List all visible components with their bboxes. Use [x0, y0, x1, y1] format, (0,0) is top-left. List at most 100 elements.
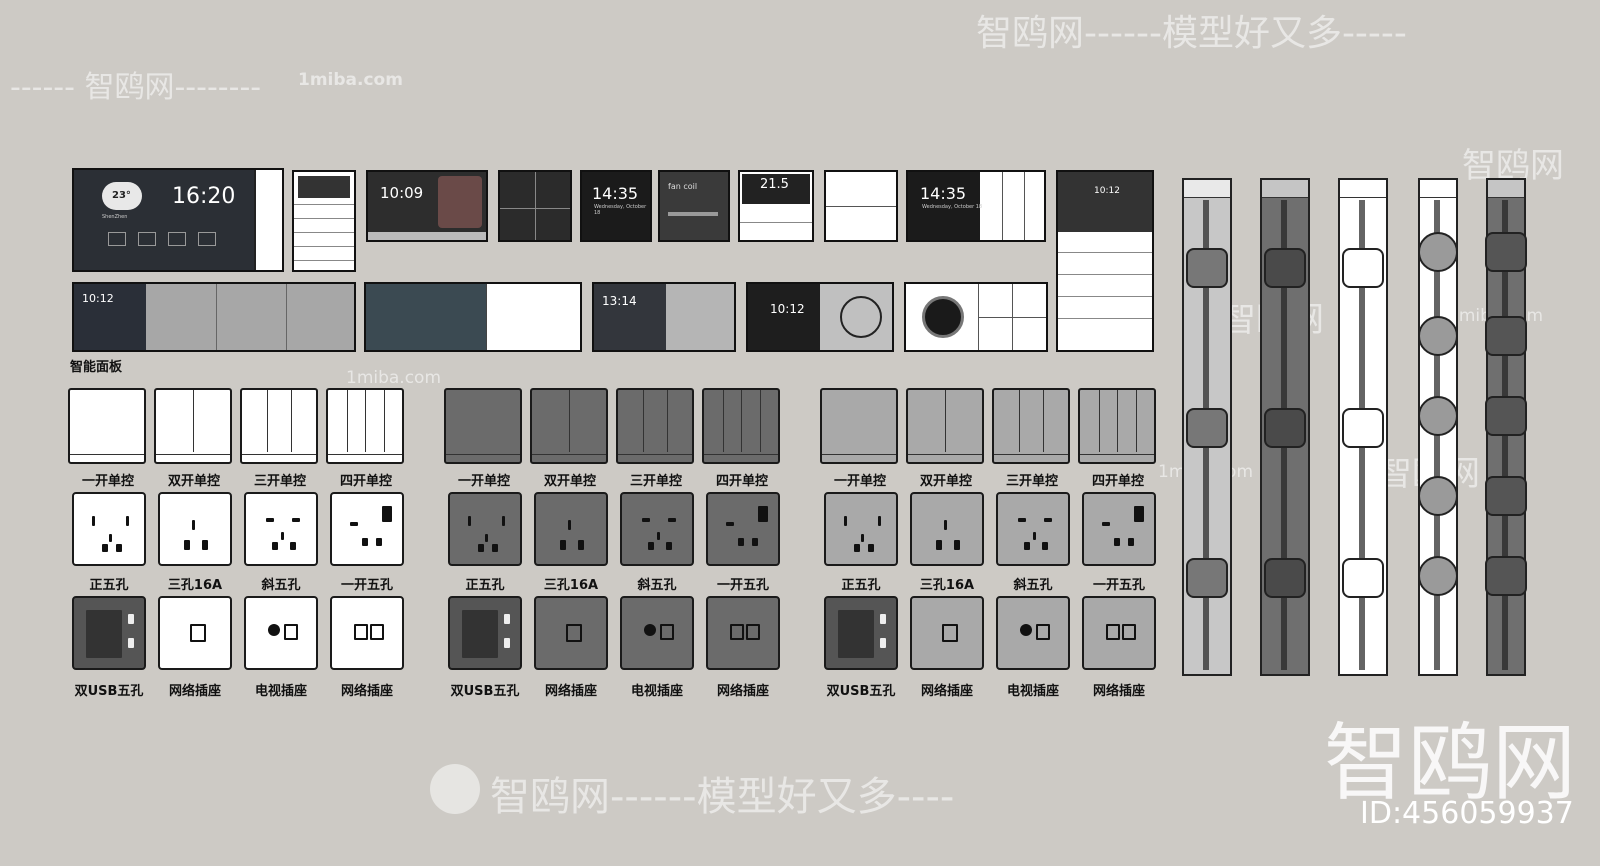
rocker-divider — [945, 390, 946, 452]
socket-hole — [1044, 518, 1052, 522]
rocker-divider — [1018, 390, 1020, 452]
weather-city: ShenZhen — [102, 214, 128, 220]
scene-button[interactable] — [108, 232, 126, 246]
power-socket[interactable] — [72, 492, 146, 566]
socket-hole — [854, 544, 860, 552]
socket-hole — [878, 516, 881, 526]
data-socket[interactable] — [72, 596, 146, 670]
power-socket[interactable] — [910, 492, 984, 566]
rocker-switch[interactable] — [240, 388, 318, 464]
power-socket[interactable] — [448, 492, 522, 566]
smart-panel-keypad-narrow — [292, 170, 356, 272]
round-track-adapter[interactable] — [1418, 396, 1458, 436]
switch-label: 四开单控 — [339, 474, 392, 489]
track-socket-adapter[interactable] — [1485, 556, 1527, 596]
socket-hole — [1042, 542, 1048, 550]
track-socket-adapter[interactable] — [1485, 476, 1527, 516]
track-socket-adapter[interactable] — [1186, 408, 1228, 448]
track-socket-adapter[interactable] — [1342, 558, 1384, 598]
data-socket[interactable] — [910, 596, 984, 670]
watermark-id: ID:456059937 — [1360, 796, 1574, 831]
power-socket[interactable] — [706, 492, 780, 566]
switch-label: 一开单控 — [457, 474, 510, 489]
watermark-mid-url-1: 1miba.com — [346, 368, 442, 388]
socket-hole — [657, 532, 660, 540]
smart-panel-tall-keypad: 10:12 — [1056, 170, 1154, 352]
rail-end-cap — [1488, 180, 1524, 198]
data-socket[interactable] — [706, 596, 780, 670]
rocker-divider — [667, 390, 669, 452]
rocker-switch[interactable] — [820, 388, 898, 464]
round-track-adapter[interactable] — [1418, 232, 1458, 272]
rocker-switch[interactable] — [616, 388, 694, 464]
track-power-button[interactable] — [1342, 248, 1384, 288]
rocker-switch[interactable] — [906, 388, 984, 464]
track-socket-adapter[interactable] — [1186, 558, 1228, 598]
round-track-adapter[interactable] — [1418, 476, 1458, 516]
round-track-adapter[interactable] — [1418, 316, 1458, 356]
data-socket[interactable] — [244, 596, 318, 670]
track-socket-adapter[interactable] — [1485, 396, 1527, 436]
data-socket-label: 双USB五孔 — [74, 684, 144, 699]
data-socket[interactable] — [824, 596, 898, 670]
rocker-switch[interactable] — [992, 388, 1070, 464]
track-socket-adapter[interactable] — [1342, 408, 1384, 448]
network-port — [190, 624, 206, 642]
data-socket[interactable] — [1082, 596, 1156, 670]
track-socket-adapter[interactable] — [1485, 316, 1527, 356]
rocker-switch[interactable] — [530, 388, 608, 464]
power-socket[interactable] — [330, 492, 404, 566]
track-power-button[interactable] — [1264, 248, 1306, 288]
power-socket[interactable] — [534, 492, 608, 566]
switch-label: 三开单控 — [1005, 474, 1058, 489]
socket-hole — [1018, 518, 1026, 522]
smart-panel-weather-display: 23° ShenZhen 16:20 — [72, 168, 284, 272]
panel-title: fan coil — [668, 182, 698, 191]
track-socket-adapter[interactable] — [1264, 558, 1306, 598]
track-socket-adapter[interactable] — [1264, 408, 1306, 448]
data-socket-label: 网络插座 — [920, 684, 973, 699]
power-socket[interactable] — [244, 492, 318, 566]
rocker-divider — [569, 390, 570, 452]
data-socket[interactable] — [620, 596, 694, 670]
switch-base — [446, 454, 520, 462]
data-socket[interactable] — [158, 596, 232, 670]
socket-label: 正五孔 — [465, 578, 505, 593]
watermark-top-left-url: 1miba.com — [298, 70, 403, 90]
power-socket[interactable] — [824, 492, 898, 566]
rocker-switch[interactable] — [444, 388, 522, 464]
rocker-switch[interactable] — [702, 388, 780, 464]
data-socket-label: 电视插座 — [254, 684, 307, 699]
scene-button[interactable] — [168, 232, 186, 246]
socket-hole — [568, 520, 571, 530]
tv-port — [268, 624, 280, 636]
round-track-adapter[interactable] — [1418, 556, 1458, 596]
track-power-button[interactable] — [1186, 248, 1228, 288]
power-socket[interactable] — [996, 492, 1070, 566]
rocker-divider — [193, 390, 194, 452]
side-control-strip[interactable] — [254, 170, 282, 270]
scene-button[interactable] — [198, 232, 216, 246]
tv-port — [644, 624, 656, 636]
data-socket[interactable] — [996, 596, 1070, 670]
data-socket[interactable] — [448, 596, 522, 670]
switch-base — [156, 454, 230, 462]
rocker-switch[interactable] — [1078, 388, 1156, 464]
power-socket[interactable] — [158, 492, 232, 566]
switch-base — [242, 454, 316, 462]
socket-hole — [844, 516, 847, 526]
power-socket[interactable] — [1082, 492, 1156, 566]
rocker-switch[interactable] — [68, 388, 146, 464]
network-port — [284, 624, 298, 640]
data-socket[interactable] — [330, 596, 404, 670]
socket-hole — [560, 540, 566, 550]
track-power-button[interactable] — [1485, 232, 1527, 272]
rocker-switch[interactable] — [154, 388, 232, 464]
rocker-switch[interactable] — [326, 388, 404, 464]
socket-hole — [1134, 506, 1144, 522]
rocker-divider — [741, 390, 742, 452]
scene-button[interactable] — [138, 232, 156, 246]
data-socket[interactable] — [534, 596, 608, 670]
power-socket[interactable] — [620, 492, 694, 566]
rotary-knob[interactable] — [840, 296, 882, 338]
